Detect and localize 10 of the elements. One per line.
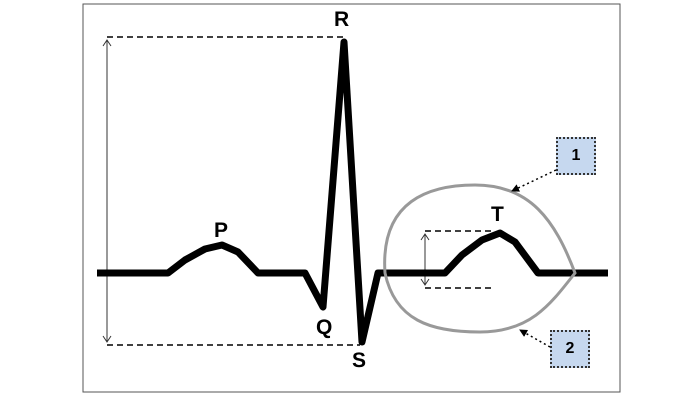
wave-label: T: [491, 204, 504, 226]
callout-number: 2: [550, 330, 590, 368]
wave-label: P: [214, 220, 228, 242]
leader-line: [519, 329, 550, 348]
callout-number: 1: [556, 137, 596, 175]
wave-label: R: [334, 9, 350, 31]
loop-curve: [383, 184, 576, 334]
leader-line: [511, 169, 556, 192]
wave-label: S: [352, 350, 366, 372]
wave-label: Q: [316, 317, 332, 339]
